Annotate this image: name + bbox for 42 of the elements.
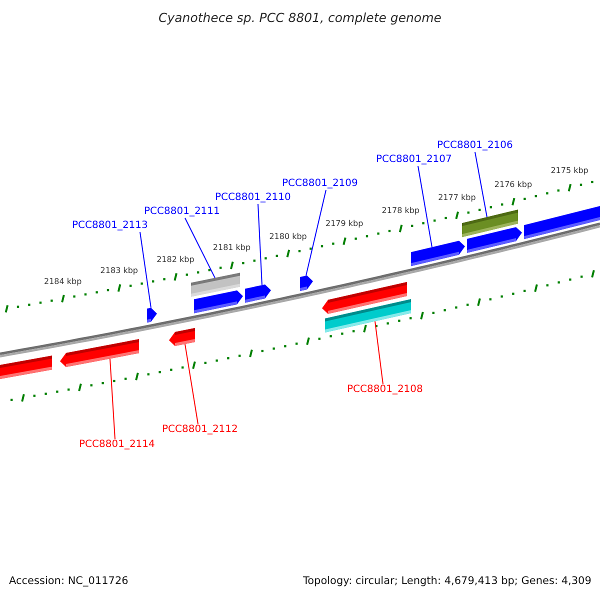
- gene-feature: [245, 284, 271, 303]
- leader-line: [306, 190, 326, 276]
- scale-label: 2179 kbp: [326, 219, 364, 230]
- gene-feature: [194, 290, 243, 314]
- title: Cyanothece sp. PCC 8801, complete genome: [158, 10, 442, 26]
- leader-line: [258, 204, 262, 286]
- leader-line: [374, 320, 384, 384]
- gene-feature: [0, 356, 52, 379]
- gene-feature: [300, 276, 313, 291]
- gene-label: PCC8801_2109: [282, 178, 358, 190]
- scale-label: 2177 kbp: [438, 193, 476, 204]
- footer-text: Topology: circular; Length: 4,679,413 bp; Genes: 4,309: [303, 574, 592, 588]
- leader-line: [418, 166, 432, 248]
- scale-label: 2175 kbp: [550, 166, 588, 176]
- leader-line: [474, 152, 488, 218]
- scale-label: 2183 kbp: [100, 266, 138, 276]
- gene-label: PCC8801_2108: [347, 384, 423, 396]
- scale-label: 2184 kbp: [44, 276, 82, 287]
- gene-label: PCC8801_2114: [79, 439, 155, 451]
- scale-label: 2176 kbp: [494, 180, 532, 190]
- gene-label: PCC8801_2106: [437, 140, 513, 152]
- leader-line: [140, 232, 152, 308]
- leader-line: [184, 344, 198, 424]
- gene-label: PCC8801_2107: [376, 154, 452, 166]
- gene-label: PCC8801_2110: [215, 192, 291, 204]
- gene-feature: [169, 328, 195, 346]
- footer-text: Accession: NC_011726: [9, 574, 128, 588]
- gene-feature: [411, 240, 465, 266]
- scale-label: 2178 kbp: [382, 206, 420, 216]
- gene-feature: [147, 308, 157, 323]
- scale-label: 2180 kbp: [269, 232, 307, 242]
- gene-bar: [325, 299, 411, 332]
- gene-label: PCC8801_2111: [144, 206, 220, 218]
- gene-feature: [524, 206, 600, 240]
- leader-line: [110, 358, 116, 440]
- gene-feature: [60, 339, 139, 367]
- gene-label: PCC8801_2112: [162, 424, 238, 436]
- scale-label: 2182 kbp: [156, 254, 194, 265]
- scale-label: 2181 kbp: [212, 243, 251, 254]
- gene-feature: [467, 227, 522, 253]
- leader-line: [184, 218, 216, 278]
- gene-label: PCC8801_2113: [72, 220, 148, 232]
